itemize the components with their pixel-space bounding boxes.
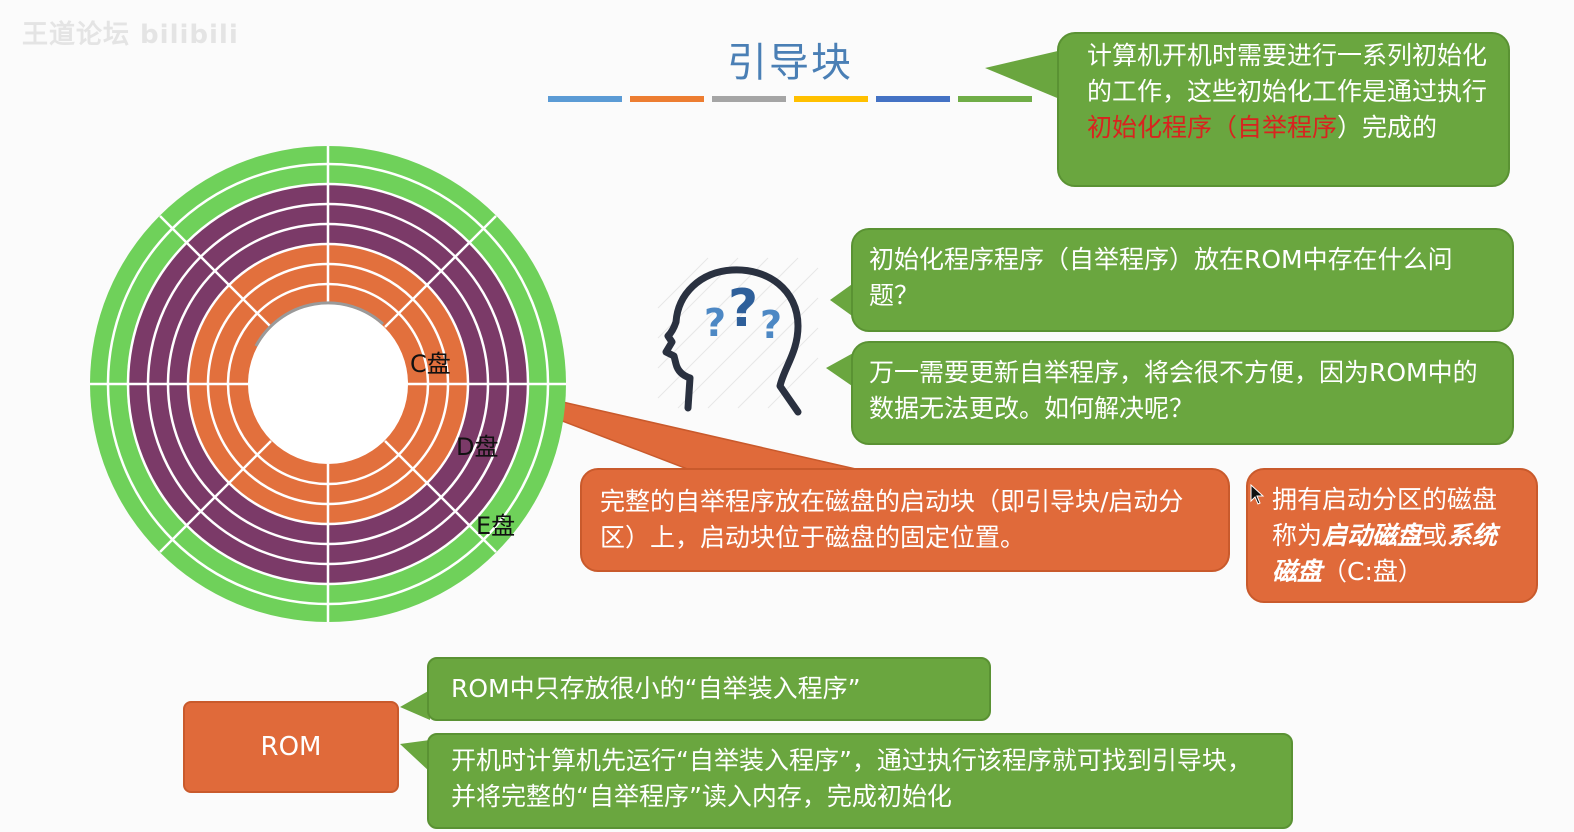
question-text: 初始化程序程序（自举程序）放在ROM中存在什么问题？ bbox=[869, 245, 1453, 310]
title-bar-segment bbox=[876, 96, 950, 102]
problem-text: 万一需要更新自举程序，将会很不方便，因为ROM中的数据无法更改。如何解决呢？ bbox=[869, 358, 1478, 423]
question-bubble: 初始化程序程序（自举程序）放在ROM中存在什么问题？ bbox=[851, 228, 1514, 332]
svg-text:?: ? bbox=[728, 279, 758, 339]
svg-text:?: ? bbox=[704, 301, 726, 345]
bootdisk-em-startup-disk: 启动磁盘 bbox=[1322, 521, 1423, 550]
rom-small-pointer bbox=[400, 690, 430, 720]
rom-box: ROM bbox=[183, 701, 399, 793]
bootdisk-text-part2: 或 bbox=[1422, 521, 1448, 550]
disk-spindle-hole bbox=[248, 304, 408, 464]
title-bar-segment bbox=[712, 96, 786, 102]
disk-label-d: D盘 bbox=[456, 433, 498, 461]
rom-small-bubble: ROM中只存放很小的“自举装入程序” bbox=[427, 657, 991, 721]
watermark: 王道论坛 bilibili bbox=[22, 20, 239, 50]
disk-label-c: C盘 bbox=[410, 350, 451, 378]
bootdisk-em-system-disk: 系统磁盘 bbox=[1272, 521, 1498, 586]
page-title: 引导块 bbox=[727, 40, 853, 86]
rom-run-text: 开机时计算机先运行“自举装入程序”，通过执行该程序就可找到引导块，并将完整的“自… bbox=[451, 746, 1252, 811]
problem-bubble-pointer bbox=[826, 352, 855, 388]
init-text-highlight: 初始化程序（自举程序 bbox=[1087, 113, 1338, 142]
solution-bubble: 完整的自举程序放在磁盘的启动块（即引导块/启动分区）上，启动块位于磁盘的固定位置… bbox=[580, 468, 1230, 572]
head-question-icon: ? ? ? bbox=[657, 257, 819, 416]
disk-diagram: C盘 D盘 E盘 bbox=[90, 146, 566, 622]
init-bubble-pointer bbox=[985, 50, 1062, 100]
init-program-bubble: 计算机开机时需要进行一系列初始化的工作，这些初始化工作是通过执行初始化程序（自举… bbox=[1057, 32, 1510, 187]
svg-text:?: ? bbox=[760, 303, 782, 347]
rom-label: ROM bbox=[260, 732, 322, 762]
disk-label-e: E盘 bbox=[476, 512, 515, 540]
solution-text: 完整的自举程序放在磁盘的启动块（即引导块/启动分区）上，启动块位于磁盘的固定位置… bbox=[600, 487, 1184, 552]
rom-small-text: ROM中只存放很小的“自举装入程序” bbox=[451, 674, 861, 703]
init-text-part1: 计算机开机时需要进行一系列初始化的工作，这些初始化工作是通过执行 bbox=[1087, 41, 1488, 106]
boot-block-highlight bbox=[254, 301, 385, 347]
mouse-cursor-icon bbox=[1250, 484, 1265, 505]
problem-bubble: 万一需要更新自举程序，将会很不方便，因为ROM中的数据无法更改。如何解决呢？ bbox=[851, 341, 1514, 445]
init-text-part2: ）完成的 bbox=[1337, 113, 1438, 142]
rom-run-bubble: 开机时计算机先运行“自举装入程序”，通过执行该程序就可找到引导块，并将完整的“自… bbox=[427, 733, 1293, 829]
question-bubble-pointer bbox=[830, 282, 855, 318]
disk-sector-lines bbox=[90, 146, 566, 622]
boot-disk-bubble: 拥有启动分区的磁盘称为启动磁盘或系统磁盘（C:盘） bbox=[1246, 468, 1538, 603]
title-bar-segment bbox=[630, 96, 704, 102]
bootdisk-text-part3: （C:盘） bbox=[1322, 557, 1423, 586]
rom-run-pointer bbox=[400, 740, 430, 772]
title-bar-segment bbox=[548, 96, 622, 102]
title-bar-segment bbox=[794, 96, 868, 102]
bootdisk-text-part1: 拥有启动分区的磁盘称为 bbox=[1272, 485, 1498, 550]
title-bar-segment bbox=[958, 96, 1032, 102]
